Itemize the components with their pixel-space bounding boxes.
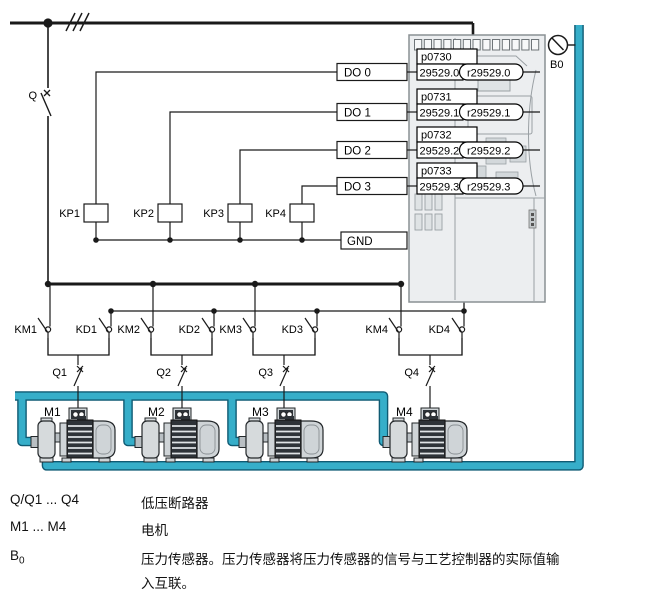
relay-label: KP1 [59, 208, 80, 220]
do-label: DO 3 [344, 182, 371, 194]
motor-label: M1 [44, 405, 61, 419]
kd-label: KD1 [76, 324, 97, 336]
km-label: KM1 [14, 324, 37, 336]
contactor-wiring [47, 284, 465, 408]
param-value: 29529.0 [420, 68, 460, 80]
param-feedback: r29529.3 [467, 182, 510, 194]
km-label: KM4 [365, 324, 388, 336]
kd-label: KD2 [179, 324, 200, 336]
relay-label: KP2 [133, 208, 154, 220]
legend-term: Q/Q1 ... Q4 [10, 492, 80, 507]
contactor-labels: KM1 KD1 KM2 KD2 KM3 KD3 KM4 KD4 Q1 Q2 Q3… [14, 324, 450, 379]
main-breaker-label: Q [28, 90, 37, 102]
param-value: 29529.3 [420, 182, 460, 194]
breaker-label: Q1 [52, 367, 67, 379]
vent-slot-row [414, 39, 540, 51]
do-channel-boxes: DO 0 DO 1 DO 2 DO 3 GND [336, 62, 540, 250]
pump-motor-units: M1 M2 M3 M4 [30, 405, 468, 463]
param-value: 29529.2 [420, 146, 460, 158]
kd-label: KD3 [282, 324, 303, 336]
param-name: p0730 [421, 52, 452, 64]
do-label: DO 1 [344, 108, 371, 120]
legend-definition: 入互联。 [141, 576, 195, 591]
relay-wiring [95, 71, 341, 241]
do-label: DO 2 [344, 146, 371, 158]
param-name: p0731 [421, 92, 452, 104]
param-name: p0733 [421, 166, 452, 178]
legend-definition: 低压断路器 [141, 496, 209, 511]
breaker-label: Q3 [258, 367, 273, 379]
motor-label: M2 [148, 405, 165, 419]
legend-definition: 电机 [141, 523, 168, 538]
legend-term: M1 ... M4 [10, 519, 67, 534]
parameter-boxes: p0730 29529.0 r29529.0 p0731 29529.1 r29… [416, 48, 524, 195]
motor-label: M3 [252, 405, 269, 419]
km-label: KM2 [117, 324, 140, 336]
km-label: KM3 [219, 324, 242, 336]
junction-dots [43, 18, 467, 314]
sensor-label: B0 [550, 59, 563, 71]
legend-definition: 压力传感器。压力传感器将压力传感器的信号与工艺控制器的实际值输 [141, 552, 560, 567]
relay-label: KP3 [203, 208, 224, 220]
param-feedback: r29529.2 [467, 146, 510, 158]
param-feedback: r29529.1 [467, 108, 510, 120]
motor-label: M4 [396, 405, 413, 419]
gnd-label: GND [347, 236, 373, 248]
power-wiring [10, 12, 475, 312]
breaker-label: Q2 [156, 367, 171, 379]
relay-label: KP4 [265, 208, 286, 220]
do-label: DO 0 [344, 68, 371, 80]
relay-coils: KP1 KP2 KP3 KP4 [59, 203, 315, 223]
kd-label: KD4 [429, 324, 450, 336]
param-name: p0732 [421, 130, 452, 142]
terminal-slots [414, 193, 443, 231]
param-value: 29529.1 [420, 108, 460, 120]
pressure-sensor: B0 [547, 34, 576, 71]
pump-control-schematic: KP1 KP2 KP3 KP4 [10, 12, 584, 471]
breaker-label: Q4 [404, 367, 419, 379]
param-feedback: r29529.0 [467, 68, 510, 80]
legend-term: B0 [10, 548, 25, 567]
